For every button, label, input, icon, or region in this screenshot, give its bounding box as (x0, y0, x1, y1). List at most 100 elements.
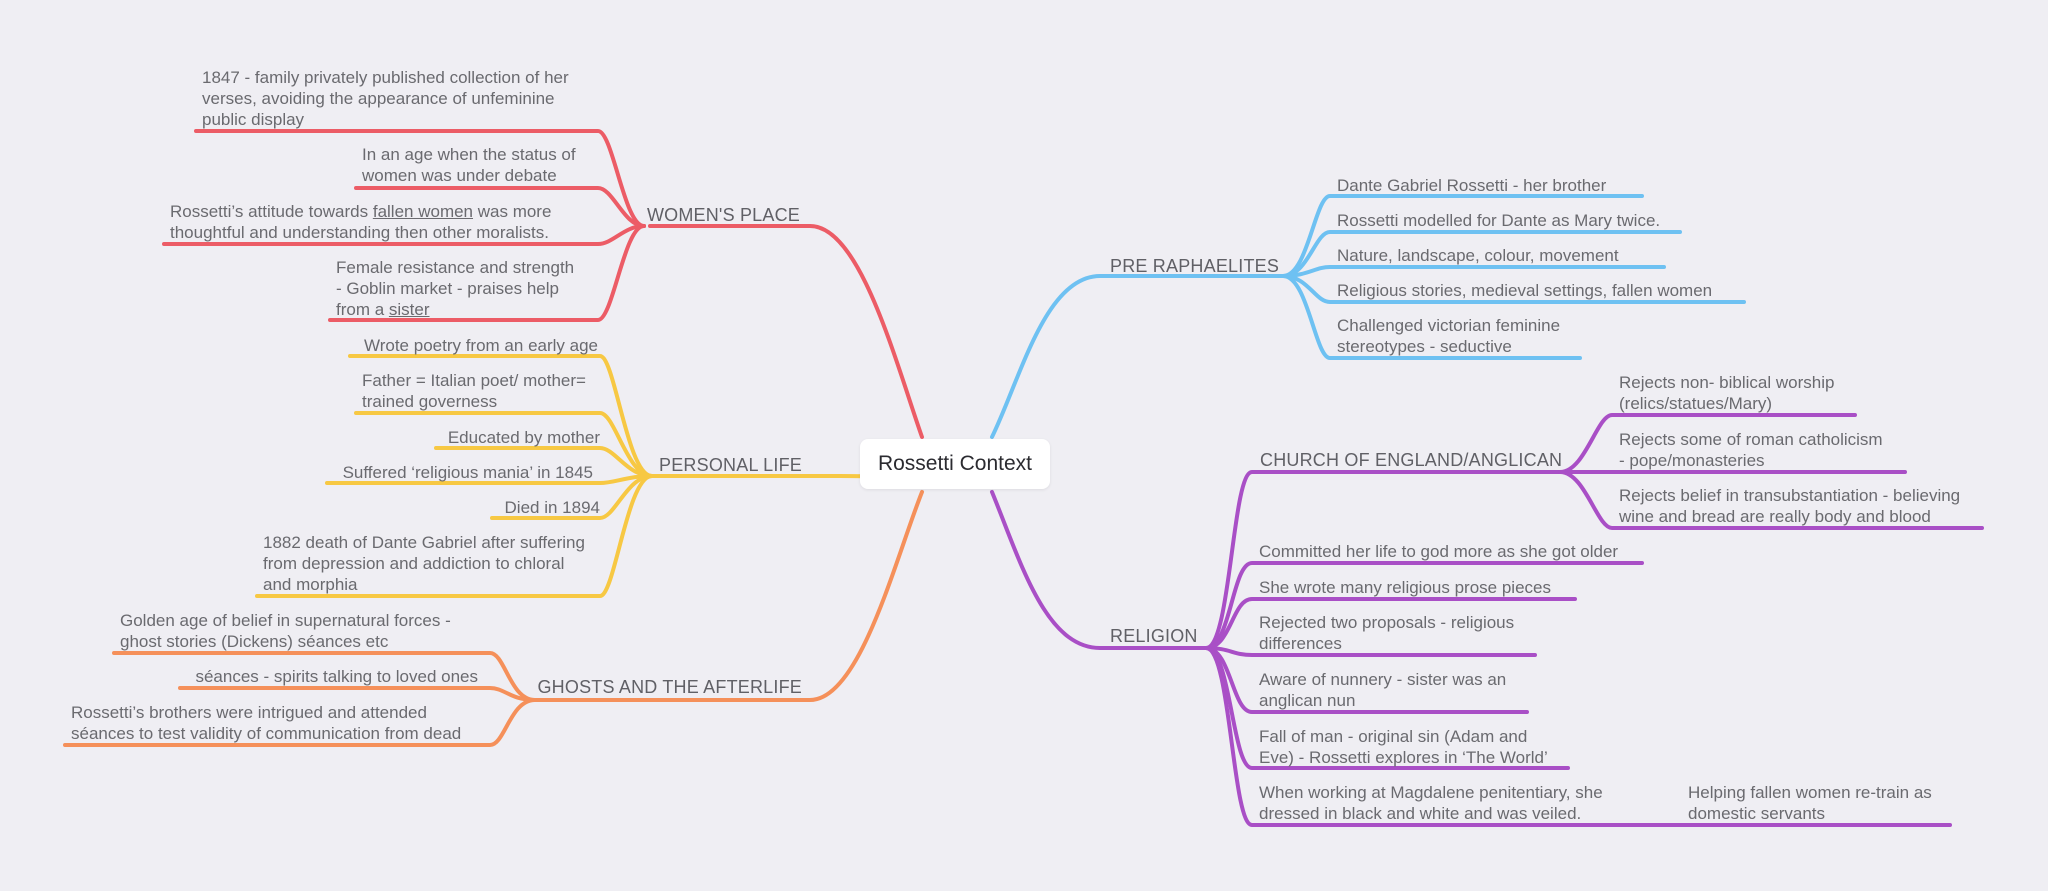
leaf-text-line: Rejects some of roman catholicism (1619, 430, 1883, 449)
branch-pre-raphaelites[interactable]: PRE RAPHAELITES (1110, 255, 1279, 277)
connector-leaf (1281, 274, 1582, 360)
leaf-pre-raphaelites[interactable]: Dante Gabriel Rossetti - her brother (1337, 175, 1606, 196)
connector-womens-place (648, 224, 924, 439)
connector-religion (990, 490, 1208, 650)
branch-label: GHOSTS AND THE AFTERLIFE (537, 677, 802, 697)
leaf-text-line: Committed her life to god more as she go… (1259, 542, 1619, 561)
leaf-text-line: Educated by mother (447, 428, 600, 447)
leaf-pre-raphaelites[interactable]: Religious stories, medieval settings, fa… (1337, 280, 1712, 301)
leaf-text-line: Challenged victorian feminine (1337, 316, 1561, 335)
root-topic[interactable]: Rossetti Context (860, 439, 1050, 489)
connector-leaf (178, 686, 537, 702)
connector-leaf (1204, 597, 1577, 650)
leaf-text-line: She wrote many religious prose pieces (1259, 578, 1551, 597)
leaf-religion[interactable]: She wrote many religious prose pieces (1259, 577, 1551, 598)
leaf-text-segment: Rossetti’s attitude towards (170, 202, 373, 221)
leaf-text-line: (relics/statues/Mary) (1619, 394, 1773, 413)
leaf-text-line: In an age when the status of (362, 145, 576, 164)
leaf-personal-life[interactable]: Wrote poetry from an early age (364, 335, 598, 356)
leaf-text-line: - pope/monasteries (1619, 451, 1765, 470)
leaf-text-segment: was more (473, 202, 552, 221)
root-topic-label: Rossetti Context (877, 452, 1033, 475)
leaf-religion[interactable]: Fall of man - original sin (Adam and Eve… (1259, 726, 1548, 768)
leaf-womens-place[interactable]: 1847 - family privately published collec… (202, 67, 569, 130)
leaf-personal-life[interactable]: 1882 death of Dante Gabriel after suffer… (263, 532, 585, 595)
leaf-text-line: Religious stories, medieval settings, fa… (1337, 281, 1713, 300)
connector-leaf (63, 698, 537, 747)
connector-church (1204, 470, 1562, 650)
connector-leaf (255, 474, 654, 598)
connector-ghosts (528, 490, 924, 702)
connector-leaf (1558, 413, 1857, 474)
leaf-text-line: domestic servants (1688, 804, 1825, 823)
leaf-text-line: ghost stories (Dickens) séances etc (120, 632, 389, 651)
leaf-religion[interactable]: Rejected two proposals - religious diffe… (1259, 612, 1514, 654)
leaf-text-line: séances to test validity of communicatio… (71, 724, 462, 743)
leaf-religion[interactable]: Aware of nunnery - sister was an anglica… (1259, 669, 1506, 711)
leaf-church[interactable]: Rejects belief in transubstantiation - b… (1619, 485, 1960, 527)
leaf-pre-raphaelites[interactable]: Challenged victorian feminine stereotype… (1337, 315, 1560, 357)
leaf-religion[interactable]: Committed her life to god more as she go… (1259, 541, 1618, 562)
leaf-text-line: public display (202, 110, 305, 129)
leaf-text-line: 1847 - family privately published collec… (202, 68, 569, 87)
leaf-ghosts[interactable]: Golden age of belief in supernatural for… (120, 610, 451, 652)
underlined-link-fallen-women[interactable]: fallen women (372, 202, 474, 221)
leaf-text-line: from a sister (336, 299, 574, 320)
leaf-pre-raphaelites[interactable]: Nature, landscape, colour, movement (1337, 245, 1619, 266)
leaf-magdalene-child[interactable]: Helping fallen women re-train as domesti… (1688, 782, 1932, 824)
leaf-personal-life[interactable]: Educated by mother (448, 427, 600, 448)
branch-label: PRE RAPHAELITES (1110, 256, 1280, 276)
leaf-ghosts[interactable]: séances - spirits talking to loved ones (195, 666, 478, 687)
leaf-ghosts[interactable]: Rossetti’s brothers were intrigued and a… (71, 702, 461, 744)
leaf-text-line: and morphia (263, 575, 358, 594)
leaf-text-line: Father = Italian poet/ mother= (362, 371, 586, 390)
leaf-text-line: Rejected two proposals - religious (1259, 613, 1515, 632)
leaf-text-line: Rejects non- biblical worship (1619, 373, 1835, 392)
connector-leaf (328, 224, 646, 322)
leaf-text-line: Helping fallen women re-train as (1688, 783, 1932, 802)
leaf-text-line: Rossetti’s attitude towards fallen women… (170, 201, 551, 222)
connector-leaf (490, 474, 654, 520)
leaf-church[interactable]: Rejects some of roman catholicism - pope… (1619, 429, 1883, 471)
leaf-text-line: Rejects belief in transubstantiation - b… (1619, 486, 1961, 505)
connector-leaf (348, 354, 654, 478)
leaf-text-line: women was under debate (362, 166, 557, 185)
connector-leaf (1558, 470, 1984, 530)
branch-label: WOMEN'S PLACE (646, 205, 800, 225)
leaf-text-line: Nature, landscape, colour, movement (1337, 246, 1619, 265)
branch-religion[interactable]: RELIGION (1110, 625, 1198, 647)
branch-label: RELIGION (1110, 626, 1198, 646)
leaf-womens-place[interactable]: Rossetti’s attitude towards fallen women… (170, 201, 551, 243)
leaf-text-line: Suffered ‘religious mania’ in 1845 (342, 463, 593, 482)
branch-personal-life[interactable]: PERSONAL LIFE (659, 454, 802, 476)
leaf-text-line: thoughtful and understanding then other … (170, 223, 549, 242)
leaf-text-line: stereotypes - seductive (1337, 337, 1512, 356)
connector-leaf (194, 129, 646, 228)
leaf-text-line: 1882 death of Dante Gabriel after suffer… (263, 533, 585, 552)
branch-womens-place[interactable]: WOMEN'S PLACE (647, 204, 800, 226)
branch-label: PERSONAL LIFE (659, 455, 802, 475)
branch-church-of-england[interactable]: CHURCH OF ENGLAND/ANGLICAN (1260, 449, 1562, 471)
leaf-pre-raphaelites[interactable]: Rossetti modelled for Dante as Mary twic… (1337, 210, 1660, 231)
leaf-religion[interactable]: When working at Magdalene penitentiary, … (1259, 782, 1603, 824)
leaf-text-line: Rossetti modelled for Dante as Mary twic… (1337, 211, 1661, 230)
leaf-text-line: Female resistance and strength (336, 258, 575, 277)
leaf-church[interactable]: Rejects non- biblical worship (relics/st… (1619, 372, 1834, 414)
leaf-text-line: from depression and addiction to chloral (263, 554, 565, 573)
leaf-personal-life[interactable]: Father = Italian poet/ mother= trained g… (362, 370, 586, 412)
leaf-text-line: Died in 1894 (504, 498, 600, 517)
leaf-text-line: Eve) - Rossetti explores in ‘The World’ (1259, 748, 1548, 767)
connector-pre-raphaelites (990, 274, 1285, 439)
leaf-text-line: verses, avoiding the appearance of unfem… (202, 89, 555, 108)
leaf-text-line: dressed in black and white and was veile… (1259, 804, 1582, 823)
underlined-link-sister[interactable]: sister (388, 300, 430, 319)
leaf-text-line: - Goblin market - praises help (336, 279, 559, 298)
branch-ghosts-afterlife[interactable]: GHOSTS AND THE AFTERLIFE (537, 676, 802, 698)
leaf-text-line: Rossetti’s brothers were intrigued and a… (71, 703, 427, 722)
leaf-womens-place[interactable]: In an age when the status of women was u… (362, 144, 576, 186)
leaf-text-line: When working at Magdalene penitentiary, … (1259, 783, 1603, 802)
leaf-personal-life[interactable]: Suffered ‘religious mania’ in 1845 (343, 462, 593, 483)
leaf-womens-place[interactable]: Female resistance and strength - Goblin … (336, 257, 574, 320)
leaf-personal-life[interactable]: Died in 1894 (505, 497, 600, 518)
